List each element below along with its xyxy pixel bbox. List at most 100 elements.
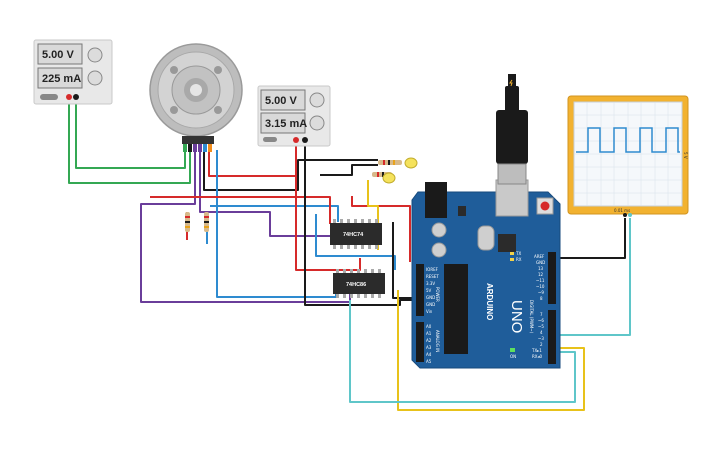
svg-text:GND: GND <box>426 295 435 300</box>
scope-probe-gnd[interactable] <box>623 213 627 217</box>
digital-pin-labels-bottom: 7 ~6 ~5 4 ~3 2 TX▸1 RX◂0 <box>531 312 544 359</box>
scope-grid <box>574 102 682 206</box>
power-switch[interactable] <box>263 137 277 142</box>
model-label: UNO <box>508 300 525 333</box>
mount-hole-icon <box>170 106 178 114</box>
reset-button-cap[interactable] <box>540 201 550 211</box>
wire-green[interactable] <box>68 100 191 184</box>
scope-volt-label: 5 V <box>683 152 688 159</box>
wire-black-motor[interactable] <box>203 150 378 191</box>
svg-text:RESET: RESET <box>426 274 439 279</box>
current-knob[interactable] <box>87 70 103 86</box>
wire-red-v[interactable] <box>295 176 361 271</box>
mount-hole-icon <box>214 66 222 74</box>
resistor-left-2[interactable] <box>204 212 209 232</box>
scope-probe-signal[interactable] <box>628 213 632 217</box>
led-resistor-1[interactable] <box>378 157 418 169</box>
led-yellow[interactable] <box>382 172 396 184</box>
power-supply-1[interactable]: 5.00 V 225 mA <box>33 39 113 105</box>
dc-motor-encoder[interactable] <box>149 43 243 152</box>
current-display <box>37 67 83 89</box>
svg-text:3.3V: 3.3V <box>426 281 435 286</box>
wire-cyan[interactable] <box>349 300 576 403</box>
negative-terminal[interactable] <box>73 94 79 100</box>
digital-header-bottom <box>548 310 556 364</box>
voltage-readout: 5.00 V <box>42 49 74 61</box>
svg-text:IOREF: IOREF <box>426 267 439 272</box>
svg-text:AREF: AREF <box>534 254 545 259</box>
mount-hole-icon <box>214 106 222 114</box>
wire-blue-2[interactable] <box>210 205 339 222</box>
chip-74hc74[interactable]: 74HC74 <box>330 219 382 249</box>
svg-text:~3: ~3 <box>538 336 544 341</box>
svg-text:5V: 5V <box>426 288 432 293</box>
voltage-display <box>37 43 83 65</box>
atmega-chip <box>444 264 468 354</box>
wire-black-gnd[interactable] <box>304 143 420 306</box>
motor-connector <box>182 136 214 144</box>
voltage-display <box>260 89 306 111</box>
svg-text:GND: GND <box>426 302 435 307</box>
wire-blue-3[interactable] <box>315 214 396 270</box>
chip-74hc86[interactable]: 74HC86 <box>333 269 385 298</box>
analog-header-label: ANALOG IN <box>435 330 440 352</box>
capacitor <box>431 242 447 258</box>
positive-terminal[interactable] <box>66 94 72 100</box>
svg-text:~5: ~5 <box>538 324 544 329</box>
svg-text:A5: A5 <box>426 359 432 364</box>
current-readout: 3.15 mA <box>265 118 307 130</box>
wire-red-long[interactable] <box>150 196 331 224</box>
power-led-icon <box>510 348 515 352</box>
led-yellow[interactable] <box>404 157 418 169</box>
resistor-left-1[interactable] <box>185 212 190 232</box>
wire-red-right[interactable] <box>351 196 411 262</box>
lightning-icon <box>509 79 513 87</box>
wire-black-scope[interactable] <box>545 218 626 259</box>
usb-cable[interactable] <box>496 74 528 185</box>
arduino-uno-board[interactable]: IOREF RESET 3.3V 5V GND GND Vin POWER A0… <box>411 179 561 369</box>
svg-text:13: 13 <box>538 266 544 271</box>
svg-text:TX▸1: TX▸1 <box>531 348 542 353</box>
regulator <box>458 206 466 216</box>
wire-purple[interactable] <box>140 150 351 303</box>
wire-purple-2[interactable] <box>199 150 332 237</box>
svg-text:RX: RX <box>516 257 522 262</box>
power-pin-labels: IOREF RESET 3.3V 5V GND GND Vin <box>426 267 439 314</box>
power-supply-2[interactable]: 5.00 V 3.15 mA <box>257 85 331 147</box>
wire-red-motor[interactable] <box>208 143 297 177</box>
power-header <box>416 264 424 316</box>
status-leds: TX RX ON <box>510 251 522 359</box>
svg-text:RX◂0: RX◂0 <box>532 354 543 359</box>
current-display <box>260 112 306 134</box>
svg-text:~11: ~11 <box>536 278 545 283</box>
wire-blue[interactable] <box>216 150 337 298</box>
led-resistor-2[interactable] <box>372 172 396 184</box>
current-knob[interactable] <box>309 115 325 131</box>
voltage-knob[interactable] <box>309 92 325 108</box>
oscilloscope[interactable]: 0.01 ms 5 V <box>567 95 689 217</box>
wire-led-lead[interactable] <box>320 164 378 176</box>
power-jack <box>425 182 447 218</box>
svg-text:A4: A4 <box>426 352 432 357</box>
voltage-readout: 5.00 V <box>265 95 297 107</box>
svg-text:~10: ~10 <box>536 284 545 289</box>
svg-text:4: 4 <box>540 330 543 335</box>
svg-text:ON: ON <box>510 354 516 359</box>
current-readout: 225 mA <box>42 73 81 85</box>
analog-header <box>416 322 424 362</box>
wire-green-2[interactable] <box>75 100 186 169</box>
voltage-knob[interactable] <box>87 47 103 63</box>
wire-yellow-long[interactable] <box>397 290 585 411</box>
chip-label: 74HC86 <box>346 282 366 288</box>
positive-terminal[interactable] <box>293 137 299 143</box>
scope-time-label: 0.01 ms <box>614 208 630 213</box>
negative-terminal[interactable] <box>302 137 308 143</box>
digital-header-label: DIGITAL (PWM~) <box>529 300 534 334</box>
power-header-label: POWER <box>435 287 440 302</box>
svg-text:Vin: Vin <box>426 309 433 314</box>
power-switch[interactable] <box>40 94 58 100</box>
wire-cyan-scope[interactable] <box>556 218 631 336</box>
svg-text:A0: A0 <box>426 324 432 329</box>
svg-text:~9: ~9 <box>538 290 544 295</box>
usb-port <box>495 179 529 217</box>
